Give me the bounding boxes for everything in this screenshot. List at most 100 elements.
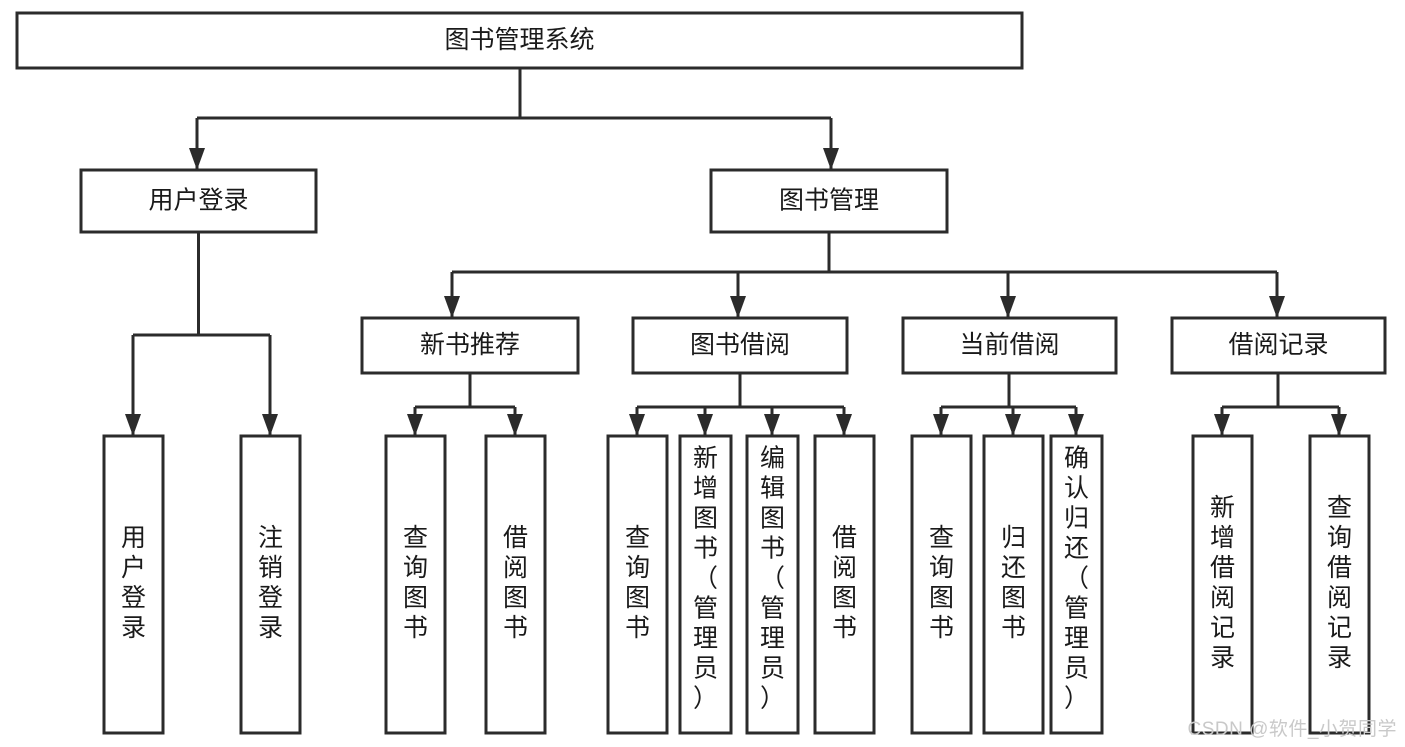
svg-text:员: 员 — [693, 655, 718, 683]
current-borrow-to-leaves-arrow-1 — [1005, 414, 1021, 436]
node-borrow-record-box[interactable] — [1170, 316, 1387, 375]
svg-text:书: 书 — [403, 614, 428, 642]
svg-text:查: 查 — [929, 524, 954, 552]
svg-text:新: 新 — [1210, 494, 1235, 522]
svg-text:理: 理 — [1064, 625, 1089, 653]
node-leaf-add-book-box[interactable] — [678, 434, 733, 735]
node-user-login-box[interactable] — [79, 168, 318, 234]
svg-text:辑: 辑 — [760, 475, 785, 503]
node-leaf-logout-box[interactable] — [239, 434, 302, 735]
svg-text:户: 户 — [121, 554, 146, 582]
node-new-book-recommend-label: 新书推荐 — [420, 331, 520, 359]
svg-text:询: 询 — [929, 554, 954, 582]
node-leaf-return-book-box[interactable] — [982, 434, 1045, 735]
svg-text:图: 图 — [403, 584, 428, 612]
svg-text:增: 增 — [693, 475, 718, 503]
node-leaf-user-login-label: 用户登录 — [121, 524, 146, 642]
svg-text:图: 图 — [760, 505, 785, 533]
user-login-to-leaves-arrow-0 — [125, 414, 141, 436]
svg-text:书: 书 — [1001, 614, 1026, 642]
node-book-borrow-label: 图书借阅 — [690, 331, 790, 359]
svg-text:图: 图 — [1001, 584, 1026, 612]
node-book-borrow-box[interactable] — [631, 316, 849, 375]
svg-text:员: 员 — [1064, 655, 1089, 683]
book-manage-to-level3-arrow-1 — [730, 296, 746, 318]
svg-text:用: 用 — [121, 524, 146, 552]
svg-text:录: 录 — [1327, 644, 1352, 672]
svg-text:管: 管 — [760, 595, 785, 623]
svg-text:）: ） — [760, 685, 785, 713]
svg-text:）: ） — [1064, 685, 1089, 713]
node-leaf-user-login-box[interactable] — [102, 434, 165, 735]
svg-text:确: 确 — [1064, 445, 1089, 473]
root-to-level2-arrow-1 — [823, 148, 839, 170]
root-node-box[interactable] — [15, 11, 1024, 70]
svg-text:归: 归 — [1001, 524, 1026, 552]
svg-text:图: 图 — [693, 505, 718, 533]
svg-text:阅: 阅 — [1210, 584, 1235, 612]
node-new-book-recommend-box[interactable] — [360, 316, 580, 375]
svg-text:注: 注 — [258, 524, 283, 552]
svg-text:图: 图 — [929, 584, 954, 612]
node-borrow-record-label: 借阅记录 — [1228, 331, 1328, 359]
svg-text:归: 归 — [1064, 505, 1089, 533]
node-leaf-confirm-return-box[interactable] — [1049, 434, 1104, 735]
svg-text:销: 销 — [258, 554, 283, 582]
node-leaf-borrow-book-2-box[interactable] — [813, 434, 876, 735]
svg-text:图: 图 — [832, 584, 857, 612]
new-book-recommend-to-leaves-arrow-0 — [407, 414, 423, 436]
svg-text:录: 录 — [258, 614, 283, 642]
svg-text:图: 图 — [625, 584, 650, 612]
svg-text:）: ） — [693, 685, 718, 713]
book-borrow-to-leaves-arrow-1 — [697, 414, 713, 436]
svg-text:编: 编 — [760, 445, 785, 473]
borrow-record-to-leaves-arrow-0 — [1214, 414, 1230, 436]
connector-layer — [125, 68, 1347, 436]
node-current-borrow-box[interactable] — [901, 316, 1118, 375]
user-login-to-leaves-arrow-1 — [262, 414, 278, 436]
node-leaf-query-book-1-box[interactable] — [384, 434, 447, 735]
svg-text:借: 借 — [832, 524, 857, 552]
book-borrow-to-leaves-arrow-3 — [836, 414, 852, 436]
root-to-level2-arrow-0 — [189, 148, 205, 170]
svg-text:阅: 阅 — [832, 554, 857, 582]
svg-text:记: 记 — [1327, 614, 1352, 642]
svg-text:查: 查 — [1327, 494, 1352, 522]
book-manage-to-level3-arrow-3 — [1269, 296, 1285, 318]
svg-text:还: 还 — [1001, 554, 1026, 582]
node-leaf-edit-book-box[interactable] — [745, 434, 800, 735]
svg-text:书: 书 — [625, 614, 650, 642]
node-leaf-query-book-2-box[interactable] — [606, 434, 669, 735]
svg-text:询: 询 — [403, 554, 428, 582]
svg-text:（: （ — [760, 565, 785, 593]
svg-text:新: 新 — [693, 445, 718, 473]
current-borrow-to-leaves-arrow-0 — [933, 414, 949, 436]
node-leaf-add-record-box[interactable] — [1191, 434, 1254, 735]
node-book-manage-box[interactable] — [709, 168, 949, 234]
svg-text:借: 借 — [503, 524, 528, 552]
node-leaf-query-book-3-box[interactable] — [910, 434, 973, 735]
svg-text:员: 员 — [760, 655, 785, 683]
svg-text:记: 记 — [1210, 614, 1235, 642]
node-leaf-query-record-box[interactable] — [1308, 434, 1371, 735]
svg-text:书: 书 — [503, 614, 528, 642]
svg-text:录: 录 — [1210, 644, 1235, 672]
svg-text:（: （ — [693, 565, 718, 593]
borrow-record-to-leaves-arrow-1 — [1331, 414, 1347, 436]
svg-text:书: 书 — [693, 535, 718, 563]
node-leaf-borrow-book-1-box[interactable] — [484, 434, 547, 735]
node-book-manage-label: 图书管理 — [779, 187, 879, 215]
svg-text:书: 书 — [832, 614, 857, 642]
new-book-recommend-to-leaves-arrow-1 — [507, 414, 523, 436]
svg-text:（: （ — [1064, 565, 1089, 593]
svg-text:查: 查 — [625, 524, 650, 552]
